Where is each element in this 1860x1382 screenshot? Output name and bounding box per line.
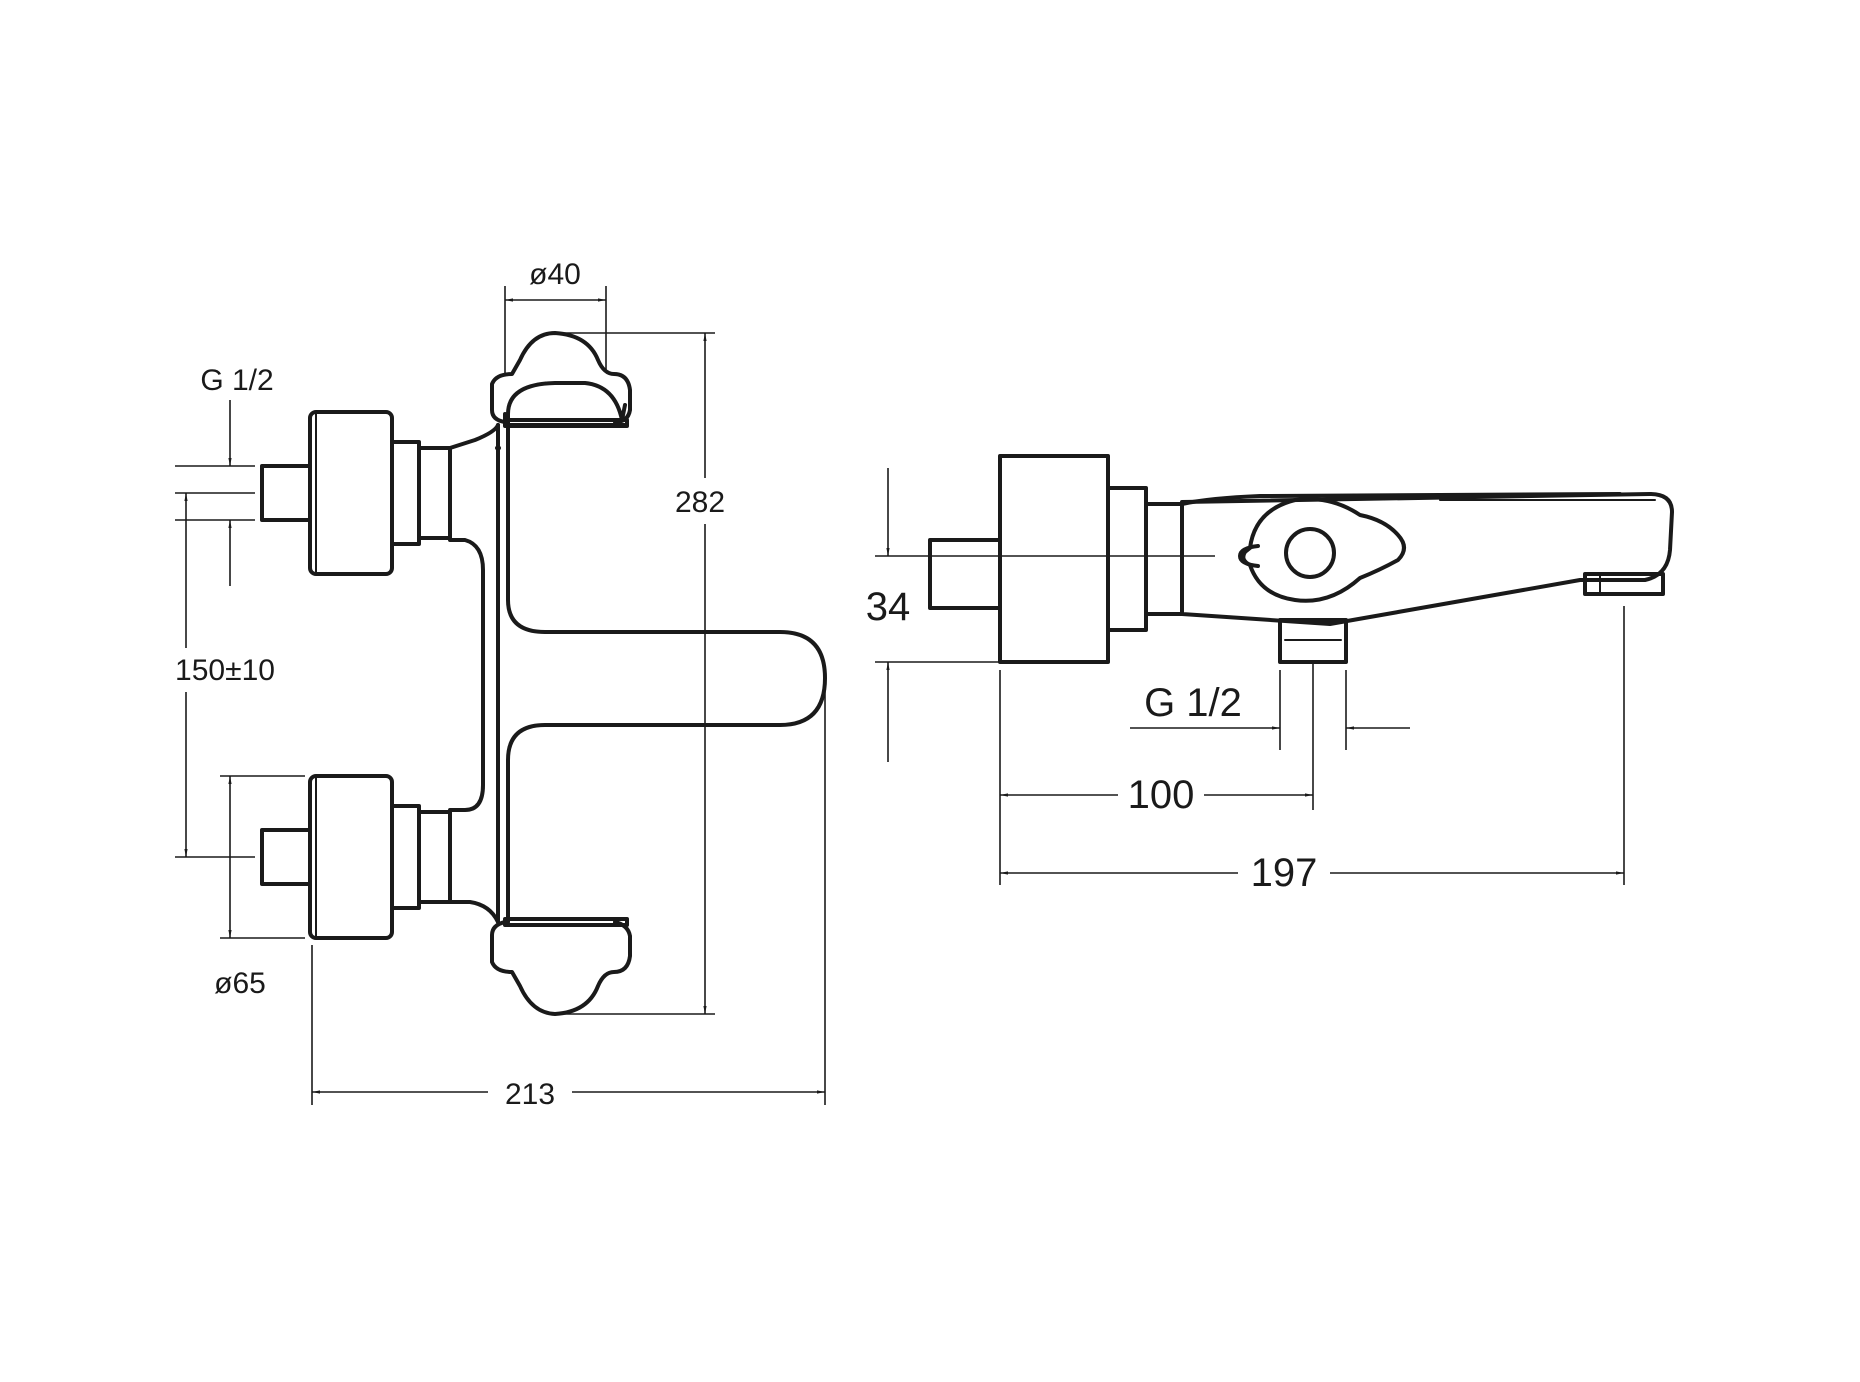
lower-inlet-stem: [417, 810, 452, 904]
inlet-spacing-label: 150±10: [175, 654, 275, 687]
top-diameter-label: ø40: [529, 258, 581, 291]
lower-inlet-nut: [308, 774, 394, 940]
side-thread-label: G 1/2: [1144, 681, 1242, 725]
side-handle-cap: [1284, 527, 1336, 579]
width-label: 213: [505, 1078, 555, 1111]
side-spout-tip: [1583, 572, 1665, 596]
upper-inlet-stem: [417, 446, 452, 540]
front-thread-label: G 1/2: [200, 364, 273, 397]
lower-inlet-collar: [390, 804, 421, 910]
inlet-diameter-dimension: ø65: [214, 775, 305, 1000]
side-collar: [1106, 486, 1148, 632]
lower-inlet: [260, 774, 452, 940]
front-top-handle: [490, 331, 632, 427]
side-view: 34 G 1/2 100 197: [866, 454, 1674, 896]
upper-inlet: [260, 410, 452, 576]
upper-inlet-pipe: [260, 464, 312, 522]
side-spout-body: [1180, 492, 1674, 626]
height-dimension: 282: [555, 332, 748, 1015]
front-top-handle-band: [503, 418, 629, 428]
outlet-distance-dimension: 100: [999, 670, 1313, 885]
front-left-tube: [448, 423, 500, 924]
side-thread-dimension: G 1/2: [1130, 662, 1410, 810]
lower-inlet-pipe: [260, 828, 312, 886]
width-dimension: 213: [311, 680, 826, 1114]
side-handle: [1238, 497, 1406, 603]
front-view: G 1/2 ø40 282 150±10: [160, 258, 827, 1114]
front-bottom-handle: [490, 920, 632, 1016]
front-body-outline: [495, 423, 827, 924]
front-bottom-handle-band: [503, 917, 629, 927]
front-thread-dimension: G 1/2: [175, 364, 274, 586]
inlet-diameter-label: ø65: [214, 967, 266, 1000]
length-dimension: 197: [1000, 606, 1625, 896]
length-label: 197: [1251, 851, 1318, 895]
height-label: 282: [675, 486, 725, 519]
upper-inlet-nut: [308, 410, 394, 576]
inlet-spacing-dimension: 150±10: [160, 492, 290, 858]
offset-label: 34: [866, 585, 911, 629]
outlet-distance-label: 100: [1128, 773, 1195, 817]
offset-dimension: 34: [866, 468, 1215, 762]
side-inlet-pipe: [928, 538, 1002, 610]
top-diameter-dimension: ø40: [504, 258, 607, 375]
side-wall-nut: [998, 454, 1110, 664]
side-stem: [1144, 502, 1184, 616]
upper-inlet-collar: [390, 440, 421, 546]
side-spout-top: [1180, 492, 1622, 506]
